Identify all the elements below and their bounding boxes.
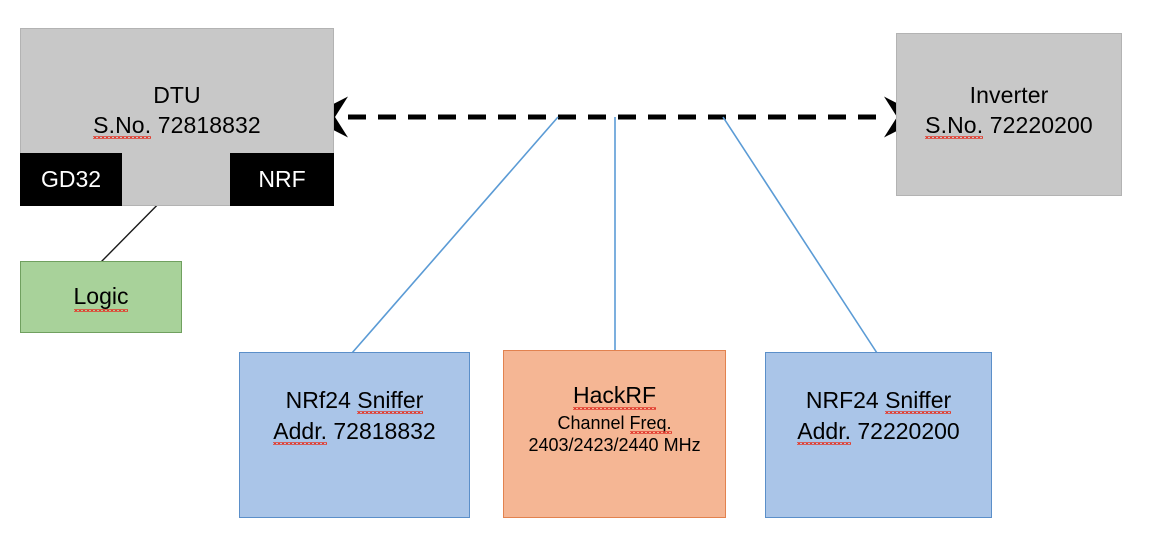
tap-line-left-sniffer xyxy=(351,116,559,354)
node-nrf[interactable]: NRF xyxy=(230,153,334,206)
sniffer-right-title-word1: NRF24 xyxy=(805,387,879,414)
node-inverter[interactable]: Inverter S.No. 72220200 xyxy=(896,33,1122,196)
node-logic[interactable]: Logic xyxy=(20,261,182,333)
inverter-serial-number-wrap: 72220200 xyxy=(983,112,1093,138)
nrf-label: NRF xyxy=(258,165,306,192)
sniffer-left-title: NRf24 Sniffer xyxy=(286,387,424,414)
dtu-serial-number-wrap: 72818832 xyxy=(151,112,261,138)
inverter-serial-prefix: S.No. xyxy=(925,112,984,139)
sniffer-left-title-word1: NRf24 xyxy=(285,387,351,414)
sniffer-right-addr-value: 72220200 xyxy=(857,417,960,444)
inverter-serial-number: 72220200 xyxy=(989,112,1093,139)
inverter-serial: S.No. 72220200 xyxy=(925,112,1093,139)
tap-line-right-sniffer xyxy=(722,116,878,354)
hackrf-subtitle-word2: Freq. xyxy=(629,412,672,433)
hackrf-subtitle-word1: Channel xyxy=(557,412,625,433)
node-sniffer-left[interactable]: NRf24 Sniffer Addr. 72818832 xyxy=(239,352,470,518)
sniffer-left-addr-value: 72818832 xyxy=(333,417,436,444)
inverter-title: Inverter xyxy=(969,82,1049,108)
sniffer-right-addr: Addr. 72220200 xyxy=(797,418,959,445)
sniffer-left-addr: Addr. 72818832 xyxy=(273,418,435,445)
node-hackrf[interactable]: HackRF Channel Freq. 2403/2423/2440 MHz xyxy=(503,350,726,518)
node-gd32[interactable]: GD32 xyxy=(20,153,122,206)
sniffer-right-title: NRF24 Sniffer xyxy=(806,387,951,414)
hackrf-frequencies: 2403/2423/2440 MHz xyxy=(528,435,701,456)
sniffer-right-addr-prefix: Addr. xyxy=(797,417,851,444)
dtu-title: DTU xyxy=(153,82,201,108)
hackrf-subtitle: Channel Freq. xyxy=(557,413,671,434)
gd32-label: GD32 xyxy=(40,165,102,192)
dtu-serial-prefix: S.No. xyxy=(93,112,152,139)
sniffer-right-title-word2: Sniffer xyxy=(885,387,952,414)
sniffer-left-addr-prefix: Addr. xyxy=(273,417,327,444)
dtu-serial: S.No. 72818832 xyxy=(93,112,261,139)
logic-label: Logic xyxy=(73,283,129,312)
sniffer-left-title-word2: Sniffer xyxy=(357,387,424,414)
node-sniffer-right[interactable]: NRF24 Sniffer Addr. 72220200 xyxy=(765,352,992,518)
dtu-serial-number: 72818832 xyxy=(157,112,261,139)
hackrf-title: HackRF xyxy=(572,381,657,410)
